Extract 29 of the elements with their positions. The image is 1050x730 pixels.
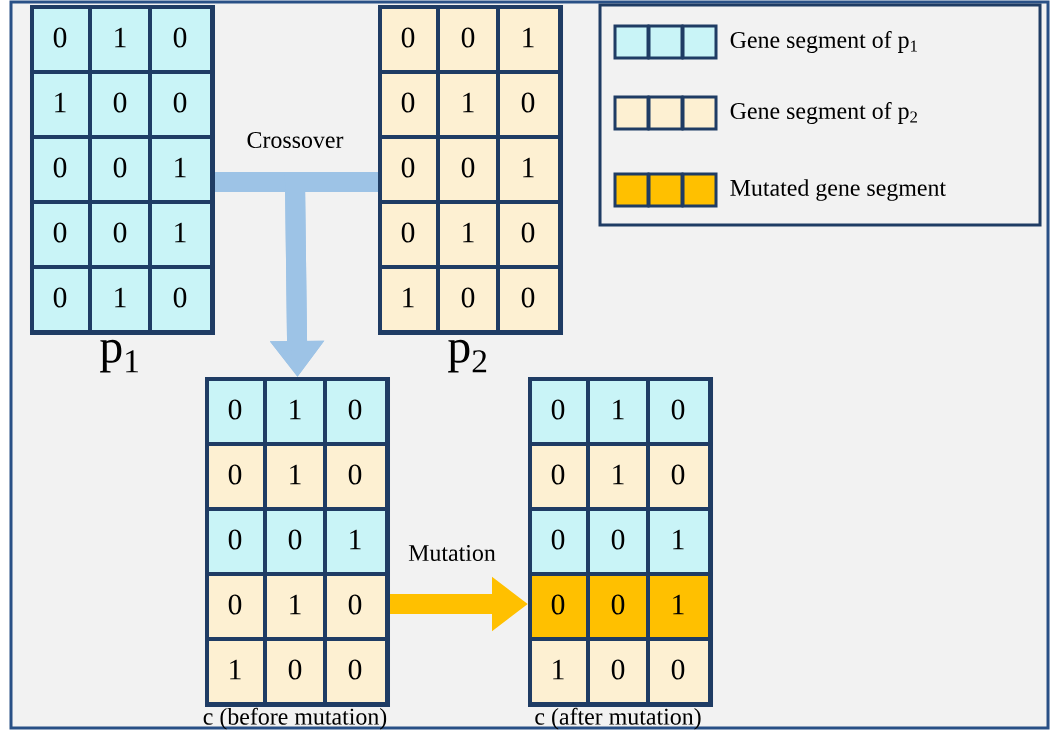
gene-row: 0 0 1	[205, 507, 389, 576]
gene-row: 0 1 0	[30, 265, 214, 334]
gene-row: 0 0 1	[30, 200, 214, 269]
edge-label: Mutation	[408, 544, 496, 562]
edge-label: Crossover	[247, 131, 344, 149]
gene-row: 0 1 0	[205, 572, 389, 641]
gene-row: 0 0 1	[378, 5, 562, 74]
matrix-caption: p$_{1}$	[100, 339, 138, 373]
gene-row: 0 1 0	[205, 377, 389, 446]
legend-label: Gene segment of p$_{2}$	[730, 102, 917, 124]
gene-row: 0 1 0	[30, 5, 214, 74]
gene-row: 1 0 0	[30, 70, 214, 139]
gene-row: 0 0 1	[528, 507, 712, 576]
gene-row: 0 0 1	[378, 135, 562, 204]
gene-row: 0 1 0	[205, 442, 389, 511]
gene-row: 0 0 1	[528, 572, 712, 641]
gene-row: 1 0 0	[205, 637, 389, 706]
matrix-caption: p$_{2}$	[448, 339, 487, 373]
gene-row: 0 1 0	[378, 200, 562, 269]
gene-row: 1 0 0	[528, 637, 712, 706]
gene-row: 1 0 0	[378, 265, 562, 334]
legend-label: Mutated gene segment	[730, 179, 946, 201]
gene-row: 0 1 0	[528, 377, 712, 446]
matrix-caption: c (before mutation)	[203, 707, 387, 730]
gene-row: 0 1 0	[378, 70, 562, 139]
gene-row: 0 0 1	[30, 135, 214, 204]
legend-label: Gene segment of p$_{1}$	[730, 31, 917, 53]
gene-row: 0 1 0	[528, 442, 712, 511]
matrix-caption: c (after mutation)	[535, 707, 701, 730]
